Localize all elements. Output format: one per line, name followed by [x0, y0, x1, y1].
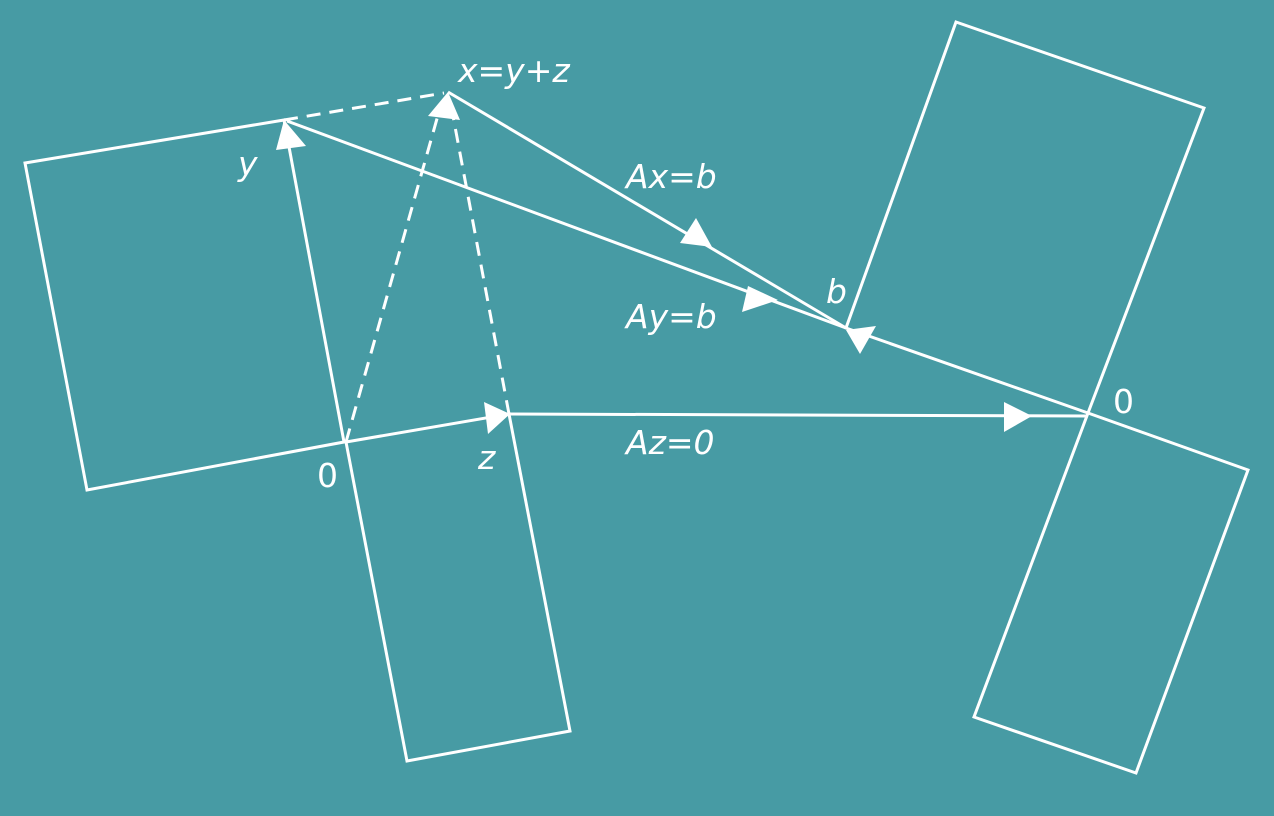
label-ay-eq-b: Ay=b — [624, 297, 717, 336]
dashed-y-to-x — [283, 91, 445, 122]
arrowhead-ax-mid-icon — [680, 218, 712, 247]
arrowhead-y-icon — [276, 120, 306, 150]
label-b: b — [826, 272, 847, 311]
label-ax-eq-b: Ax=b — [624, 157, 717, 196]
label-origin-left: 0 — [317, 456, 338, 495]
arrowhead-b-icon — [846, 326, 876, 354]
arrow-x-to-b-line — [447, 90, 847, 330]
column-space-rectangle — [844, 20, 1206, 415]
arrowhead-az-mid-icon — [1004, 402, 1032, 432]
left-nullspace-rectangle — [972, 411, 1250, 775]
label-x-equation: x=y+z — [457, 51, 570, 90]
dashed-z-to-x — [448, 99, 511, 415]
arrowhead-z-icon — [484, 402, 510, 434]
label-origin-right: 0 — [1113, 382, 1134, 421]
label-z: z — [477, 438, 496, 477]
arrow-z-to-zero-line — [508, 412, 1089, 418]
arrowhead-ay-mid-icon — [742, 286, 778, 312]
dashed-origin-to-x — [344, 107, 442, 443]
row-space-rectangle — [23, 118, 346, 492]
arrowhead-x-icon — [428, 92, 460, 120]
nullspace-rectangle — [344, 412, 572, 763]
label-az-eq-0: Az=0 — [624, 423, 715, 462]
label-y: y — [237, 144, 258, 183]
